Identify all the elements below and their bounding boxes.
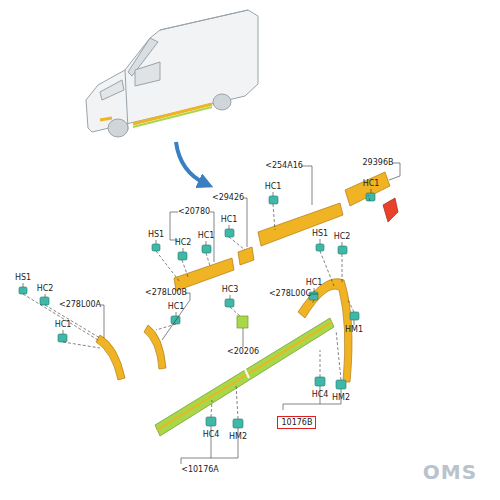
trim-parts	[96, 172, 390, 382]
watermark: OMS	[423, 462, 477, 482]
callout-number: HC3	[222, 286, 239, 294]
callout-number: HC1	[198, 232, 215, 240]
clips	[19, 193, 375, 428]
van-illustration	[86, 10, 258, 137]
callout-number: HC1	[265, 183, 282, 191]
callout-number: <10176A	[181, 466, 219, 474]
callout-number: <20780	[178, 208, 210, 216]
callout-number: HC4	[203, 431, 220, 439]
callout-number: <278L00C	[269, 290, 311, 298]
callout-number: HC1	[55, 321, 72, 329]
callout-number: HS1	[312, 230, 328, 238]
callout-number: HC2	[37, 285, 54, 293]
bracket-part	[237, 316, 248, 328]
side-sill	[155, 318, 334, 436]
callout-number: <278L00A	[59, 301, 101, 309]
callout-number: HM2	[229, 433, 247, 441]
callout-number: 29396B	[363, 159, 394, 167]
callout-number: HC1	[168, 303, 185, 311]
callout-number: <254A16	[265, 162, 303, 170]
callout-number: <278L00B	[145, 289, 187, 297]
callout-number: HS1	[148, 231, 164, 239]
callout-number: HC1	[306, 279, 323, 287]
callout-number: HM1	[345, 326, 363, 334]
callout-number: HC4	[312, 391, 329, 399]
dashed-leaders	[23, 195, 370, 419]
callout-number: HC1	[363, 180, 380, 188]
callout-number: <29426	[212, 194, 244, 202]
part-number-box: 10176B	[277, 416, 316, 429]
leader-lines	[23, 163, 400, 464]
callout-number: HM2	[332, 394, 350, 402]
callout-number: HC2	[175, 239, 192, 247]
part-number: 10176B	[282, 419, 311, 427]
callout-number: HC2	[334, 233, 351, 241]
rear-lamp-trim	[383, 198, 398, 222]
callout-number: HC1	[221, 216, 238, 224]
callout-number: HS1	[15, 274, 31, 282]
callout-number: <20206	[227, 348, 259, 356]
pointer-arrow	[176, 142, 206, 184]
